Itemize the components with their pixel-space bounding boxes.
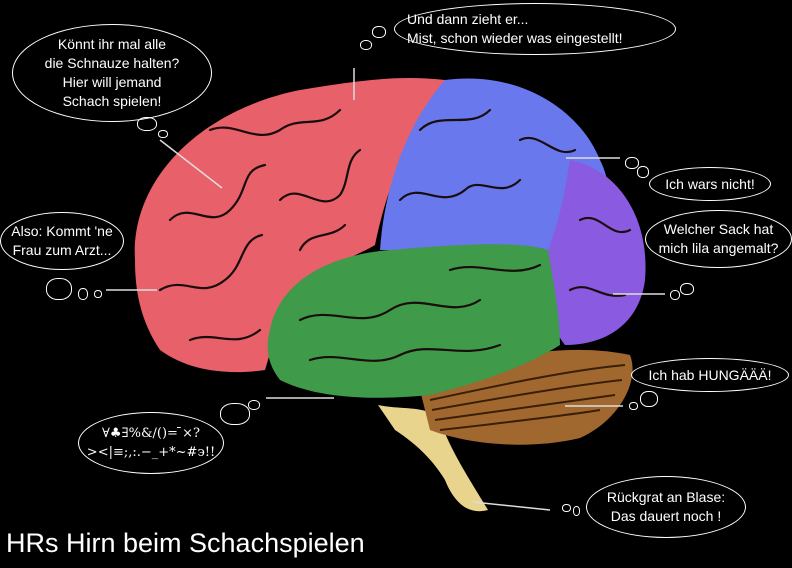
brainstem-region: [378, 405, 488, 512]
bubble-text-line: Und dann zieht er...: [407, 11, 529, 27]
frontal-region: [134, 78, 446, 373]
bubble-text-line: Schach spielen!: [62, 93, 162, 109]
bubble-text-line: Das dauert noch !: [610, 508, 722, 524]
bubble-text-line: Ich wars nicht!: [665, 175, 755, 192]
thought-dot: [360, 40, 372, 50]
thought-dot: [670, 290, 680, 300]
thought-dot: [629, 402, 638, 410]
brainstem-thought-bubble: Rückgrat an Blase: Das dauert noch !: [586, 476, 746, 538]
temporal-region: [267, 244, 560, 398]
bubble-text-line: Könnt ihr mal alle: [57, 36, 167, 52]
left-thought-bubble: Also: Kommt 'ne Frau zum Arzt...: [0, 212, 124, 270]
thought-dot: [680, 283, 694, 295]
bubble-text-line: Ich hab HUNGÄÄÄ!: [648, 366, 772, 383]
bubble-text-line: die Schnauze halten?: [44, 55, 180, 71]
thought-dot: [248, 400, 260, 410]
thought-dot: [625, 157, 639, 169]
thought-dot: [78, 288, 88, 300]
bubble-text-line: Frau zum Arzt...: [12, 242, 112, 258]
bubble-text-line: ∀♣∃%&/()= ̄×?: [102, 426, 200, 441]
thought-dot: [372, 26, 386, 38]
thought-dot: [158, 130, 168, 138]
bubble-text-line: Hier will jemand: [62, 74, 162, 90]
thought-dot: [46, 278, 72, 300]
caption-title: HRs Hirn beim Schachspielen: [6, 528, 365, 558]
thought-dot: [94, 290, 102, 298]
bubble-text-line: mich lila angemalt?: [658, 240, 779, 256]
frontal-thought-bubble: Könnt ihr mal alle die Schnauze halten? …: [12, 24, 212, 122]
bubble-text-line: ><|≡;,:.−_+*~#϶!!: [86, 445, 216, 460]
bubble-text-line: Rückgrat an Blase:: [606, 489, 726, 505]
thought-dot: [637, 166, 649, 178]
bubble-text-line: Welcher Sack hat: [663, 221, 774, 237]
thought-dot: [562, 504, 571, 512]
temporal-thought-bubble: ∀♣∃%&/()= ̄×? ><|≡;,:.−_+*~#϶!!: [78, 412, 224, 474]
top-thought-bubble: Und dann zieht er... Mist, schon wieder …: [394, 3, 676, 55]
thought-dot: [137, 117, 157, 131]
occipital-region: [546, 160, 646, 345]
bubble-text-line: Mist, schon wieder was eingestellt!: [407, 30, 623, 46]
thought-dot: [573, 506, 580, 516]
thought-dot: [220, 403, 250, 425]
parietal-region: [380, 78, 609, 255]
bubble-text-line: Also: Kommt 'ne: [11, 223, 113, 239]
parietal-thought-bubble: Ich wars nicht!: [649, 167, 771, 201]
occipital-thought-bubble: Welcher Sack hat mich lila angemalt?: [645, 210, 792, 268]
cerebellum-thought-bubble: Ich hab HUNGÄÄÄ!: [631, 358, 789, 392]
thought-dot: [640, 391, 658, 407]
